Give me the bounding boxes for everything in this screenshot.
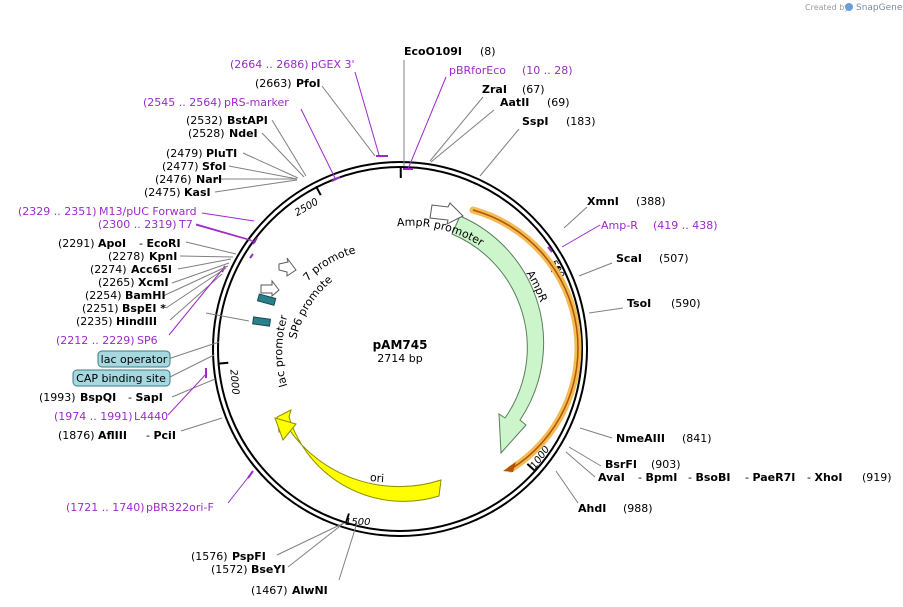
feature-label-ori: ori (369, 471, 384, 485)
leader-lines (162, 60, 624, 581)
plasmid-length: 2714 bp (377, 352, 422, 365)
tick-1000 (526, 463, 536, 472)
tick-label-1500: 1500 (345, 517, 370, 528)
feature-site-box-1 (256, 293, 277, 306)
site-hindiii[interactable]: (2235)HindIII (76, 315, 157, 328)
primer-prs-marker[interactable]: (2545 .. 2564)pRS-marker (143, 96, 289, 109)
primer-t7[interactable]: (2300 .. 2319)T7 (98, 218, 193, 231)
site-ecoo109i[interactable]: EcoO109I(8) (404, 45, 496, 58)
feature-label-ampr-promoter: AmpR promoter (396, 216, 486, 249)
site-scai[interactable]: ScaI(507) (616, 252, 689, 265)
tick-2500 (315, 185, 322, 196)
site-tsoi[interactable]: TsoI(590) (627, 297, 701, 310)
site-ndei[interactable]: (2528)NdeI (188, 127, 258, 140)
credit-text: Created by (805, 3, 849, 12)
site-pluti[interactable]: (2479)PluTI (166, 147, 237, 160)
site-alwni[interactable]: (1467)AlwNI (251, 584, 328, 597)
backbone (212, 161, 588, 537)
feature-ampr-orf (469, 206, 582, 473)
credit-brand: SnapGene (856, 3, 903, 13)
feature-sp6-promoter (260, 279, 280, 298)
site-sfoi[interactable]: (2477)SfoI (162, 160, 226, 173)
feature-ori-head (274, 417, 297, 442)
feature-ori (276, 409, 442, 502)
lac-operator-label: lac operator (101, 353, 168, 366)
feature-ampr-promoter (429, 202, 464, 225)
primer-pbr322ori[interactable]: (1721 .. 1740)pBR322ori-F (66, 501, 214, 514)
primer-pbrforeco[interactable]: pBRforEco(10 .. 28) (449, 64, 573, 77)
snapgene-logo-icon (845, 3, 853, 11)
tick-1500 (344, 513, 350, 524)
site-kasi[interactable]: (2475)KasI (144, 186, 211, 199)
site-acc65i[interactable]: (2274)Acc65I (90, 263, 172, 276)
site-bstapi[interactable]: (2532)BstAPI (186, 114, 268, 127)
plasmid-name: pAM745 (373, 338, 428, 352)
site-bseyi[interactable]: (1572)BseYI (211, 563, 285, 576)
tick-2000 (218, 361, 229, 365)
site-pspfi[interactable]: (1576)PspFI (191, 550, 266, 563)
feature-t7-promoter (278, 257, 297, 277)
site-bsrfi[interactable]: BsrFI(903) (605, 458, 681, 471)
primer-sp6[interactable]: (2212 .. 2229)SP6 (56, 334, 158, 347)
site-ahdi[interactable]: AhdI(988) (578, 502, 653, 515)
feature-label-lac-promoter: lac promoter (272, 313, 290, 389)
site-xcmi[interactable]: (2265)XcmI (98, 276, 169, 289)
feature-site-box-2 (252, 316, 272, 327)
site-nari[interactable]: (2476)NarI (155, 173, 222, 186)
cap-binding-site-box[interactable] (72, 369, 171, 387)
lac-operator-box[interactable] (97, 350, 171, 368)
site-afliii[interactable]: (1876)AflIII- PciI (58, 429, 176, 442)
site-pfoi[interactable]: (2663)PfoI (255, 77, 321, 90)
site-aatii[interactable]: AatII(69) (500, 96, 570, 109)
site-bspqi[interactable]: (1993)BspQI- SapI (39, 391, 163, 404)
primer-amp-r[interactable]: Amp-R(419 .. 438) (601, 219, 718, 232)
tick-label-2000: 2000 (227, 369, 240, 395)
site-ava-group[interactable]: AvaI- BpmI- BsoBI- PaeR7I- XhoI(919) (598, 471, 892, 484)
feature-ampr-arrow (451, 215, 545, 455)
site-kpni[interactable]: (2278)KpnI (108, 250, 177, 263)
cap-binding-site-label: CAP binding site (76, 372, 166, 385)
primer-l4440[interactable]: (1974 .. 1991)L4440 (54, 410, 168, 423)
site-bspei[interactable]: (2251)BspEI * (82, 302, 166, 315)
site-zrai[interactable]: ZraI(67) (482, 83, 545, 96)
site-nmeaiii[interactable]: NmeAIII(841) (616, 432, 712, 445)
primer-m13-puc-forward[interactable]: (2329 .. 2351)M13/pUC Forward (18, 205, 197, 218)
primer-pgex3[interactable]: (2664 .. 2686)pGEX 3' (230, 58, 355, 71)
site-xmni[interactable]: XmnI(388) (587, 195, 666, 208)
site-apoi[interactable]: (2291)ApoI- EcoRI (58, 237, 181, 250)
site-sspi[interactable]: SspI(183) (522, 115, 596, 128)
site-bamhi[interactable]: (2254)BamHI (85, 289, 166, 302)
